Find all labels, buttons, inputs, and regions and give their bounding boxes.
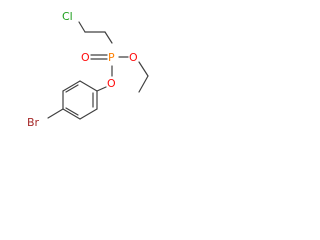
bonds <box>47 21 149 120</box>
atom-oxygen-ethoxy: O <box>129 51 138 64</box>
atom-phosphorus: P <box>108 51 115 64</box>
atom-oxygen-double: O <box>81 51 90 64</box>
ring-bond-6 <box>79 80 98 92</box>
bond-ch2-ch3 <box>138 75 149 93</box>
atom-bromine: Br <box>27 116 40 129</box>
ring-bond-5 <box>62 80 81 92</box>
ring-bond-3 <box>62 108 81 120</box>
bond-ch2-p-lower <box>104 31 113 44</box>
ring-inner-bond-2 <box>65 107 79 116</box>
atom-chlorine: Cl <box>62 10 73 23</box>
ring-inner-bond-3 <box>65 84 79 93</box>
molecule-drawing: Cl P O O O Br <box>27 10 149 129</box>
bond-o-ring <box>96 86 107 92</box>
atom-oxygen-phenoxy: O <box>107 77 116 90</box>
bond-cl-ch2 <box>78 21 86 33</box>
bond-o-ch2-ethyl <box>138 61 149 77</box>
ring-bond-2 <box>79 108 98 120</box>
bond-ring-br <box>47 108 64 119</box>
structure-diagram: Cl P O O O Br <box>0 0 173 148</box>
atom-labels: Cl P O O O Br <box>27 10 138 129</box>
